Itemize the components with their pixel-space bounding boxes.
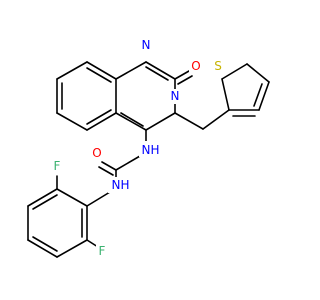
bond: [174, 112, 204, 130]
bond: [56, 61, 88, 80]
atom-label-n: N: [171, 89, 180, 103]
atom-oxygen-urea: O: [91, 146, 104, 161]
atom-label-n: N: [142, 38, 151, 52]
bond: [56, 112, 88, 131]
bond: [86, 67, 112, 83]
atom-label-f: F: [54, 159, 61, 173]
bond: [145, 61, 176, 80]
atom-fluorine-lower: F: [96, 244, 108, 259]
bond-layer: [27, 61, 270, 258]
bond: [145, 66, 169, 81]
bond: [221, 63, 248, 80]
bond: [145, 112, 176, 131]
bond: [120, 112, 144, 127]
atom-nh-upper: N H: [139, 141, 161, 157]
atom-label-h: H: [120, 178, 129, 192]
bond: [115, 112, 147, 131]
atom-nitrogen-n1: N: [140, 38, 153, 53]
bond: [27, 188, 58, 207]
bond: [27, 239, 58, 258]
bond: [253, 83, 263, 107]
bond: [32, 236, 58, 252]
atom-nitrogen-n3: N: [169, 89, 182, 104]
atom-label-f: F: [99, 244, 106, 258]
atom-fluorine-upper: F: [51, 158, 63, 173]
molecule-structure: O N N S N H O N H F: [27, 38, 270, 259]
bond: [98, 166, 114, 176]
bond: [32, 194, 58, 210]
bond: [101, 161, 117, 171]
bond: [202, 109, 230, 130]
bond: [115, 155, 141, 171]
bond: [86, 109, 112, 125]
atom-label-s: S: [214, 59, 222, 73]
atom-nh-lower: N H: [108, 177, 130, 193]
atom-oxygen-carbonyl: O: [189, 58, 202, 73]
bond: [86, 61, 117, 80]
bond: [86, 112, 117, 131]
atom-label-o: O: [92, 146, 101, 160]
atom-label-n: N: [142, 143, 151, 157]
bond: [56, 188, 88, 207]
bond: [56, 239, 88, 258]
bond: [246, 63, 270, 83]
bond: [258, 81, 270, 111]
bond: [174, 70, 190, 80]
atom-sulfur-thiophene: S: [211, 59, 224, 74]
bond: [115, 61, 147, 80]
bond: [177, 75, 193, 85]
bond: [221, 78, 230, 111]
bond: [86, 191, 111, 207]
atom-label-h: H: [150, 143, 159, 157]
atom-label-o: O: [191, 59, 200, 73]
atom-label-layer: O N N S N H O N H F: [51, 38, 224, 259]
atom-label-n: N: [112, 178, 121, 192]
